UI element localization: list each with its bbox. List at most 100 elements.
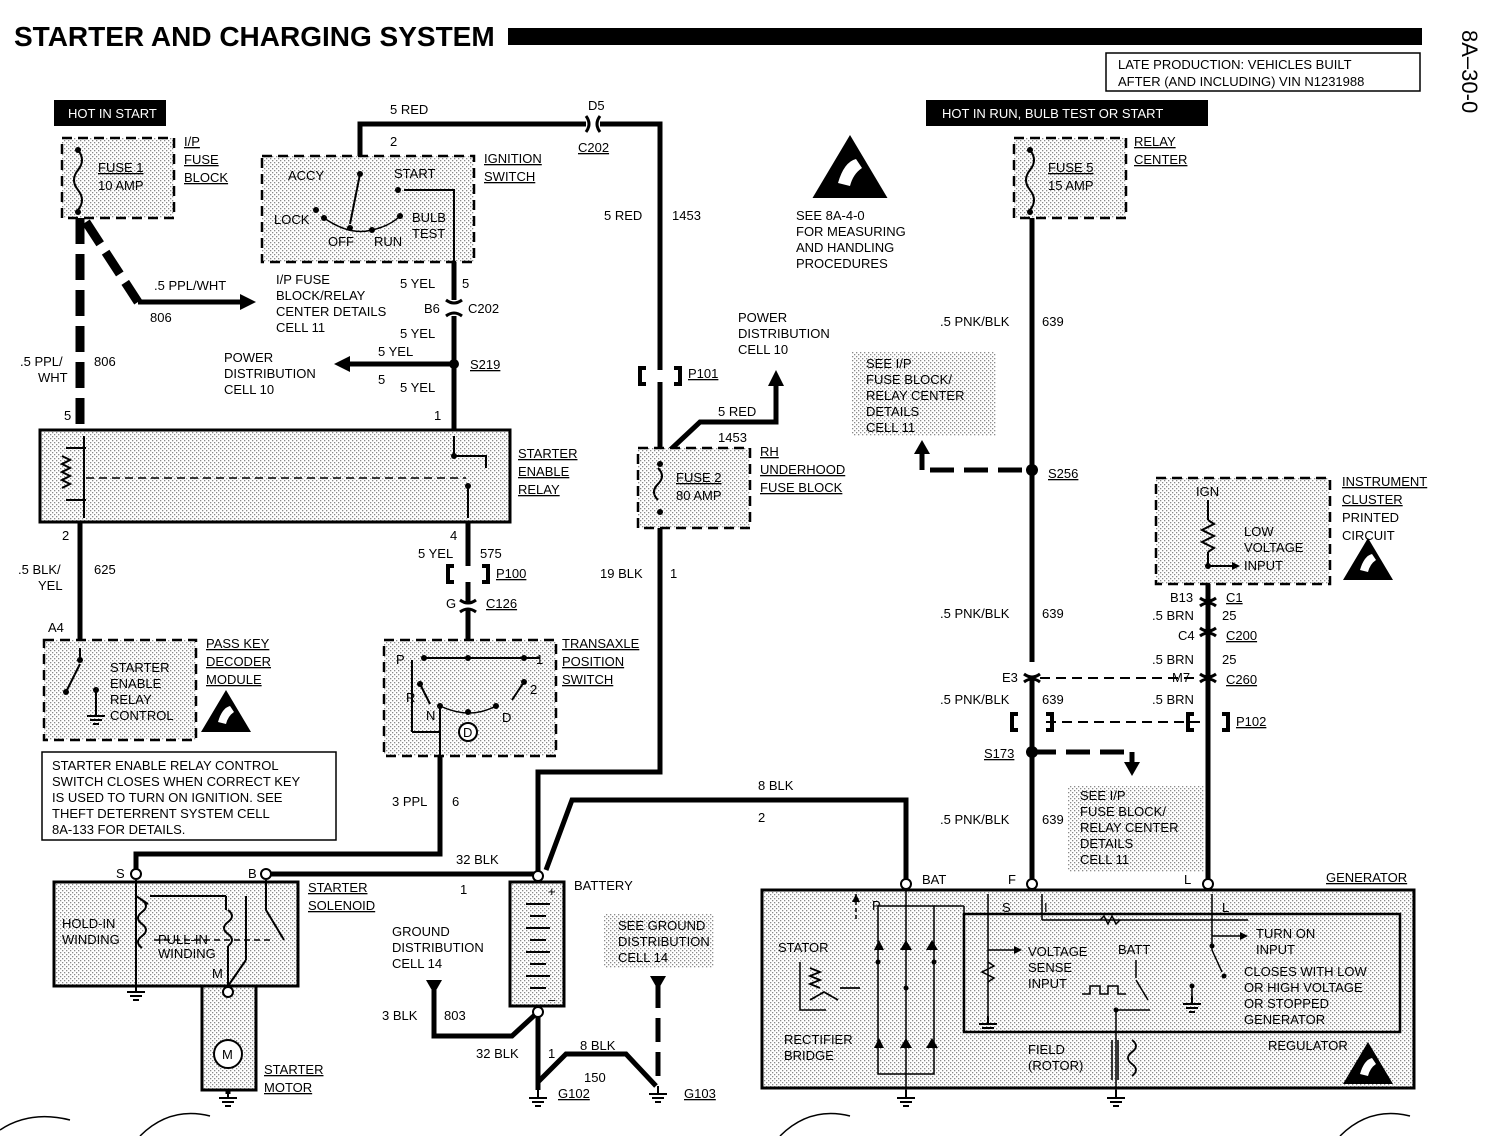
- svg-text:REGULATOR: REGULATOR: [1268, 1038, 1348, 1053]
- svg-text:AND HANDLING: AND HANDLING: [796, 240, 894, 255]
- svg-text:SWITCH CLOSES WHEN CORRECT KEY: SWITCH CLOSES WHEN CORRECT KEY: [52, 774, 301, 789]
- page-title: STARTER AND CHARGING SYSTEM: [14, 21, 495, 52]
- wire-32-blk: 32 BLK: [456, 852, 499, 867]
- svg-text:SEE I/P: SEE I/P: [866, 356, 912, 371]
- svg-text:10 AMP: 10 AMP: [98, 178, 144, 193]
- ground-g102-label: G102: [558, 1086, 590, 1101]
- svg-text:CENTER DETAILS: CENTER DETAILS: [276, 304, 387, 319]
- svg-text:GENERATOR: GENERATOR: [1244, 1012, 1325, 1027]
- instrument-cluster: IGN LOW VOLTAGE INPUT: [1154, 476, 1332, 586]
- pass-key-label: PASS KEY DECODER MODULE: [206, 636, 271, 687]
- svg-text:P: P: [396, 652, 405, 667]
- svg-text:FUSE 2: FUSE 2: [676, 470, 722, 485]
- wire-num-806: 806: [150, 310, 172, 325]
- transaxle-position-switch: P R N D D 1 2: [382, 638, 558, 758]
- pin-2b: 2: [62, 528, 69, 543]
- ignition-switch: ACCY START LOCK OFF RUN BULB TEST: [260, 154, 476, 264]
- svg-text:PRINTED: PRINTED: [1342, 510, 1399, 525]
- hot-in-run-header: [926, 100, 1208, 126]
- svg-text:TRANSAXLE: TRANSAXLE: [562, 636, 640, 651]
- connector-c200: C200: [1226, 628, 1257, 643]
- terminal-b: B: [248, 866, 257, 881]
- wire-19-blk: 19 BLK: [600, 566, 643, 581]
- wire-5-red-b: 5 RED: [604, 208, 642, 223]
- wire-yel: YEL: [38, 578, 63, 593]
- svg-text:RECTIFIER: RECTIFIER: [784, 1032, 853, 1047]
- svg-text:FUSE 1: FUSE 1: [98, 160, 144, 175]
- terminal-bat: BAT: [922, 872, 946, 887]
- wiring: [75, 121, 1211, 1094]
- svg-text:PROCEDURES: PROCEDURES: [796, 256, 888, 271]
- svg-text:WINDING: WINDING: [158, 946, 216, 961]
- svg-text:TEST: TEST: [412, 226, 445, 241]
- fuse-1: FUSE 1 10 AMP: [60, 136, 176, 220]
- svg-text:(ROTOR): (ROTOR): [1028, 1058, 1083, 1073]
- hot-in-start-header: [54, 100, 166, 126]
- svg-text:S: S: [1002, 900, 1011, 915]
- svg-text:CLOSES WITH LOW: CLOSES WITH LOW: [1244, 964, 1368, 979]
- svg-text:BATT: BATT: [1118, 942, 1150, 957]
- svg-text:I/P FUSE: I/P FUSE: [276, 272, 330, 287]
- svg-text:+: +: [548, 884, 556, 899]
- svg-text:80 AMP: 80 AMP: [676, 488, 722, 503]
- svg-text:SENSE: SENSE: [1028, 960, 1072, 975]
- pin-2: 2: [390, 134, 397, 149]
- connector-p101: P101: [638, 366, 718, 386]
- terminal-f: F: [1008, 872, 1016, 887]
- pin-a4: A4: [48, 620, 64, 635]
- battery-label: BATTERY: [574, 878, 633, 893]
- generator-ground-2: [1106, 1089, 1126, 1107]
- ip-fuse-details-note: I/P FUSE BLOCK/RELAY CENTER DETAILS CELL…: [276, 272, 387, 335]
- see-ip-note-1: SEE I/P FUSE BLOCK/ RELAY CENTER DETAILS…: [852, 352, 996, 436]
- svg-text:RELAY: RELAY: [518, 482, 560, 497]
- wire-brn-c: .5 BRN: [1152, 692, 1194, 707]
- fuse-5-label: RELAY CENTER: [1134, 134, 1187, 167]
- svg-text:CELL 10: CELL 10: [738, 342, 788, 357]
- svg-text:BRIDGE: BRIDGE: [784, 1048, 834, 1063]
- svg-text:VOLTAGE: VOLTAGE: [1028, 944, 1088, 959]
- esd-note: SEE 8A-4-0 FOR MEASURING AND HANDLING PR…: [796, 208, 906, 271]
- wire-5-yel-c: 5 YEL: [378, 344, 413, 359]
- power-distribution-2-note: POWER DISTRIBUTION CELL 10: [738, 310, 830, 357]
- pin-4: 4: [450, 528, 457, 543]
- starter-motor: M: [200, 984, 258, 1092]
- svg-text:ENABLE: ENABLE: [110, 676, 162, 691]
- starter-enable-relay: [38, 428, 512, 524]
- starter-motor-label: STARTER MOTOR: [264, 1062, 323, 1095]
- wire-num-150: 150: [584, 1070, 606, 1085]
- connector-d5: D5 C202: [578, 98, 609, 155]
- battery: + –: [508, 870, 566, 1018]
- wire-num-639b: 639: [1042, 606, 1064, 621]
- svg-text:CELL 14: CELL 14: [392, 956, 442, 971]
- svg-text:CENTER: CENTER: [1134, 152, 1187, 167]
- wire-pnk-blk-c: .5 PNK/BLK: [940, 692, 1010, 707]
- svg-text:DETAILS: DETAILS: [866, 404, 920, 419]
- svg-text:POWER: POWER: [224, 350, 273, 365]
- svg-text:15 AMP: 15 AMP: [1048, 178, 1094, 193]
- wire-pnk-blk-d: .5 PNK/BLK: [940, 812, 1010, 827]
- svg-text:BLOCK: BLOCK: [184, 170, 228, 185]
- wire-5-yel-a: 5 YEL: [400, 276, 435, 291]
- svg-text:P: P: [872, 898, 881, 913]
- svg-text:LATE PRODUCTION: VEHICLES BUIL: LATE PRODUCTION: VEHICLES BUILT: [1118, 57, 1352, 72]
- svg-text:WINDING: WINDING: [62, 932, 120, 947]
- svg-text:INPUT: INPUT: [1244, 558, 1283, 573]
- splice-s173: [1026, 746, 1038, 758]
- svg-text:P102: P102: [1236, 714, 1266, 729]
- wire-num-25a: 25: [1222, 608, 1236, 623]
- wire-num-639c: 639: [1042, 692, 1064, 707]
- svg-text:C126: C126: [486, 596, 517, 611]
- svg-text:P100: P100: [496, 566, 526, 581]
- wire-pnk-blk-b: .5 PNK/BLK: [940, 606, 1010, 621]
- starter-solenoid: HOLD-IN WINDING PULL-IN WINDING M: [52, 868, 300, 988]
- wire-num-1d: 1: [548, 1046, 555, 1061]
- svg-text:STARTER: STARTER: [110, 660, 169, 675]
- svg-text:1: 1: [536, 652, 543, 667]
- svg-text:M: M: [212, 966, 223, 981]
- svg-text:UNDERHOOD: UNDERHOOD: [760, 462, 845, 477]
- svg-text:RELAY: RELAY: [110, 692, 152, 707]
- wire-label-ppl-wht-a: .5 PPL/: [20, 354, 63, 369]
- svg-text:LOCK: LOCK: [274, 212, 310, 227]
- wire-num-6: 6: [452, 794, 459, 809]
- wire-num-1b: 1: [670, 566, 677, 581]
